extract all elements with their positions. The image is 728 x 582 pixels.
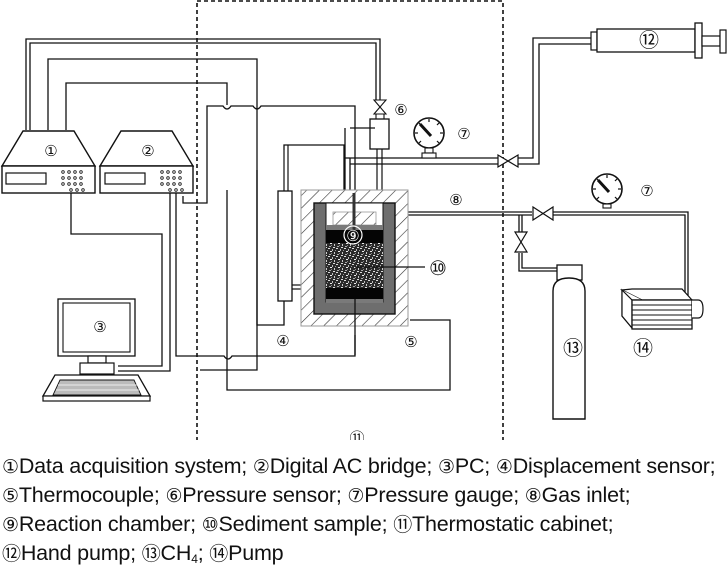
legend-item-number: ⑦ [347,485,365,507]
legend-item-number: ⑪ [393,514,413,536]
legend-item: ⑧Gas inlet; [525,483,631,507]
signal-wires [25,38,451,391]
valve-gas-inlet [532,205,554,222]
legend-item-number: ⑭ [209,543,229,565]
valve-ch4 [513,231,529,253]
legend-item-text: Reaction chamber; [18,512,196,536]
legend-item-number: ④ [495,456,513,478]
label-pressure-gauge-right: ⑦ [640,182,653,200]
legend-item-text: Pressure sensor; [182,483,342,507]
label-pump: ⑭ [633,336,653,360]
legend-item-number: ⑥ [165,485,183,507]
label-hand-pump: ⑫ [639,28,659,52]
legend-item-number: ⑬ [141,543,161,565]
label-sediment-sample: ⑩ [429,256,447,280]
ch4-cylinder: ⑬ [552,264,586,420]
legend-item-subscript: 4 [191,552,198,566]
legend-item: ⑩Sediment sample; [202,512,388,536]
legend-item-text: PC; [454,454,491,478]
digital-ac-bridge: ② [98,130,195,194]
legend-item-number: ② [252,456,270,478]
vacuum-pump: ⑭ [619,288,704,360]
legend-item: ⑪Thermostatic cabinet; [393,512,613,536]
legend-item-text: Hand pump; [20,541,136,565]
data-acquisition-system: ① [0,130,97,194]
legend-item: ③PC; [438,454,490,478]
gas-inlet-line [390,211,689,300]
label-digital-ac-bridge: ② [141,142,154,160]
legend-item: ⑬CH4; [141,541,204,566]
experimental-setup-diagram: ⑪ ① [0,0,727,440]
legend-item: ②Digital AC bridge; [252,454,433,478]
legend-item-number: ③ [437,456,455,478]
legend-item-number: ⑨ [2,514,19,536]
legend-item: ④Displacement sensor; [496,454,716,478]
legend-item-text: Thermostatic cabinet; [412,512,614,536]
legend-item-number: ① [2,456,19,478]
label-data-acquisition-system: ① [44,142,57,160]
legend-item-number: ⑫ [2,543,21,565]
legend-item-text: Displacement sensor; [512,454,716,478]
legend-item-number: ⑩ [201,514,219,536]
reaction-chamber-assembly: ⑨ ⑩ [300,189,447,355]
hand-pump: ⑫ [590,22,727,59]
pressure-gauge-right: ⑦ [591,173,654,209]
figure-legend: ①Data acquisition system; ②Digital AC br… [2,452,728,573]
legend-item: ⑦Pressure gauge; [347,483,519,507]
legend-item-number: ⑧ [524,485,542,507]
label-pressure-sensor: ⑥ [394,101,407,119]
legend-item-tail: ; [197,541,204,565]
chamber-top-pipes [283,127,375,195]
label-displacement-sensor: ④ [276,332,289,350]
label-thermostatic-cabinet: ⑪ [349,429,364,440]
legend-item-text: Thermocouple; [18,483,160,507]
thermostatic-cabinet-boundary [196,0,504,440]
legend-item-text: Sediment sample; [218,512,388,536]
label-thermocouple: ⑤ [404,333,417,351]
valve-pressure-line [497,153,519,169]
legend-item: ⑭Pump [209,541,283,565]
label-pressure-gauge-top: ⑦ [457,125,470,143]
label-reaction-chamber: ⑨ [346,227,359,245]
label-gas-inlet: ⑧ [449,191,462,209]
legend-item-text: Digital AC bridge; [269,454,433,478]
legend-item: ⑨Reaction chamber; [2,512,196,536]
legend-item-text: Pressure gauge; [364,483,519,507]
label-pc: ③ [93,318,106,336]
legend-item-text: Data acquisition system; [18,454,248,478]
legend-item: ⑥Pressure sensor; [165,483,341,507]
displacement-sensor: ④ [276,145,302,350]
legend-item-text: Pump [228,541,284,565]
pressure-sensor: ⑥ [369,99,408,205]
legend-item: ①Data acquisition system; [2,454,247,478]
legend-item: ⑫Hand pump; [2,541,136,565]
label-ch4-cylinder: ⑬ [563,336,583,360]
legend-item-text: Gas inlet; [541,483,631,507]
pressure-gauge-top: ⑦ [413,117,471,159]
legend-item-text: CH [160,541,192,565]
pc: ③ [41,298,152,402]
legend-item-number: ⑤ [2,485,19,507]
legend-item: ⑤Thermocouple; [2,483,160,507]
